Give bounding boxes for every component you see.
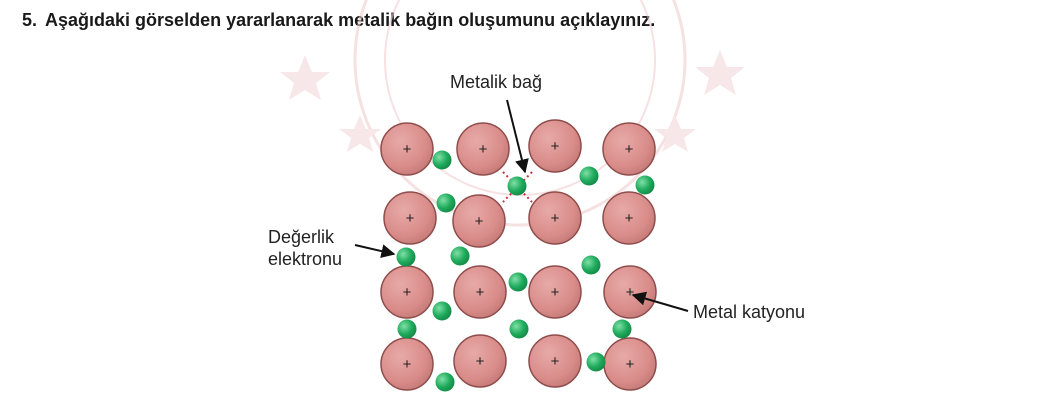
watermark-star-icon bbox=[280, 55, 330, 100]
cation-plus-sign: + bbox=[625, 210, 634, 227]
valence-electron bbox=[508, 272, 528, 292]
cation-plus-sign: + bbox=[551, 210, 560, 227]
valence-electron bbox=[581, 255, 601, 275]
valence-electron bbox=[579, 166, 599, 186]
valence-electron bbox=[396, 247, 416, 267]
cation-circle bbox=[528, 119, 582, 173]
cation-plus-sign: + bbox=[406, 210, 415, 227]
valence-electron bbox=[432, 150, 452, 170]
metal-cation: + bbox=[453, 265, 507, 319]
metal-cation: + bbox=[603, 265, 657, 319]
cation-plus-sign: + bbox=[626, 284, 635, 301]
cation-circle bbox=[453, 334, 507, 388]
cation-plus-sign: + bbox=[403, 356, 412, 373]
valence-electron bbox=[450, 246, 470, 266]
metal-cation: + bbox=[380, 337, 434, 391]
metal-cation: + bbox=[602, 191, 656, 245]
cation-circle bbox=[380, 122, 434, 176]
cation-layer: + + + + + + + + + + + + + + + + bbox=[380, 119, 657, 391]
cation-plus-sign: + bbox=[479, 141, 488, 158]
cation-circle bbox=[528, 334, 582, 388]
arrow-valence-electron bbox=[354, 244, 396, 258]
metal-cation: + bbox=[453, 334, 507, 388]
cation-circle bbox=[452, 194, 506, 248]
metal-cation: + bbox=[528, 119, 582, 173]
label-metallic-bond: Metalik bağ bbox=[450, 72, 542, 92]
label-valence-electron-line1: Değerlik bbox=[268, 227, 335, 247]
valence-electron bbox=[612, 319, 632, 339]
cation-plus-sign: + bbox=[403, 284, 412, 301]
metal-cation: + bbox=[383, 191, 437, 245]
valence-electron bbox=[635, 175, 655, 195]
arrow-metallic-bond bbox=[506, 99, 529, 174]
watermark-star-icon bbox=[695, 50, 745, 95]
watermark-star-icon bbox=[339, 115, 381, 152]
cation-plus-sign: + bbox=[475, 213, 484, 230]
question-number: 5. bbox=[22, 10, 38, 30]
cation-circle bbox=[453, 265, 507, 319]
electron-layer bbox=[396, 150, 655, 392]
valence-electron bbox=[509, 319, 529, 339]
cation-plus-sign: + bbox=[476, 353, 485, 370]
label-metal-cation: Metal katyonu bbox=[693, 302, 805, 322]
cation-circle bbox=[456, 122, 510, 176]
cation-circle bbox=[528, 265, 582, 319]
cation-circle bbox=[602, 191, 656, 245]
valence-electron bbox=[435, 372, 455, 392]
cation-plus-sign: + bbox=[625, 141, 634, 158]
label-valence-electron-line2: elektronu bbox=[268, 249, 342, 269]
cation-plus-sign: + bbox=[551, 353, 560, 370]
metal-cation: + bbox=[528, 334, 582, 388]
cation-circle bbox=[528, 191, 582, 245]
valence-electron bbox=[436, 193, 456, 213]
watermark-star-icon bbox=[654, 115, 696, 152]
question-body: Aşağıdaki görselden yararlanarak metalik… bbox=[45, 10, 656, 30]
cation-plus-sign: + bbox=[403, 141, 412, 158]
cation-plus-sign: + bbox=[626, 356, 635, 373]
metal-cation: + bbox=[528, 191, 582, 245]
cation-circle bbox=[602, 122, 656, 176]
valence-electron bbox=[507, 176, 527, 196]
arrow-metal-cation bbox=[631, 291, 689, 312]
cation-plus-sign: + bbox=[551, 138, 560, 155]
valence-electron bbox=[586, 352, 606, 372]
metal-cation: + bbox=[602, 122, 656, 176]
metal-cation: + bbox=[380, 265, 434, 319]
metal-cation: + bbox=[603, 337, 657, 391]
valence-electron bbox=[397, 319, 417, 339]
valence-electron bbox=[432, 301, 452, 321]
cation-plus-sign: + bbox=[476, 284, 485, 301]
metal-cation: + bbox=[380, 122, 434, 176]
metal-cation: + bbox=[452, 194, 506, 248]
metal-cation: + bbox=[528, 265, 582, 319]
metal-cation: + bbox=[456, 122, 510, 176]
cation-circle bbox=[383, 191, 437, 245]
cation-plus-sign: + bbox=[551, 284, 560, 301]
question-text: 5. Aşağıdaki görselden yararlanarak metal… bbox=[22, 10, 655, 31]
